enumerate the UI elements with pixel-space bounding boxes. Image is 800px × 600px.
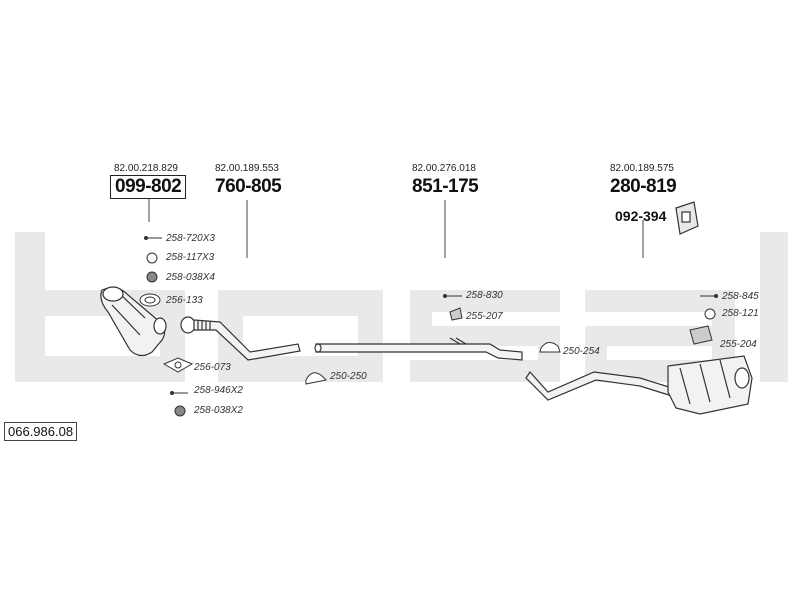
washer-icon xyxy=(704,308,716,320)
front-pipe xyxy=(180,316,301,361)
accessory-label[interactable]: 255-207 xyxy=(466,311,503,322)
part-number[interactable]: 760-805 xyxy=(215,176,282,197)
accessory-label[interactable]: 258-038X4 xyxy=(166,272,215,283)
rear-silencer xyxy=(525,355,753,415)
mounting-bracket xyxy=(675,201,699,235)
clamp-icon xyxy=(305,372,328,385)
part-number[interactable]: 851-175 xyxy=(412,176,479,197)
clamp-icon xyxy=(539,342,561,353)
accessory-label[interactable]: 258-946X2 xyxy=(194,385,243,396)
oem-number: 82.00.218.829 xyxy=(114,163,178,174)
accessory-label[interactable]: 256-073 xyxy=(194,362,231,373)
accessory-label[interactable]: 258-038X2 xyxy=(194,405,243,416)
accessory-label[interactable]: 250-254 xyxy=(563,346,600,357)
oem-number: 82.00.189.553 xyxy=(215,163,279,174)
nut-icon xyxy=(174,405,186,417)
oem-number: 82.00.276.018 xyxy=(412,163,476,174)
oem-number: 82.00.189.575 xyxy=(610,163,674,174)
catalytic-converter xyxy=(100,286,167,357)
hanger-icon xyxy=(689,325,713,345)
accessory-label[interactable]: 258-117X3 xyxy=(166,252,215,263)
accessory-label[interactable]: 258-121 xyxy=(722,308,759,319)
accessory-label[interactable]: 256-133 xyxy=(166,295,203,306)
diagram-reference: 066.986.08 xyxy=(4,422,78,441)
hanger-icon xyxy=(449,307,463,321)
middle-pipe xyxy=(314,337,523,361)
accessory-label[interactable]: 250-250 xyxy=(330,371,367,382)
accessory-label[interactable]: 255-204 xyxy=(720,339,757,350)
part-number[interactable]: 092-394 xyxy=(615,208,667,224)
part-number[interactable]: 099-802 xyxy=(110,175,187,199)
accessory-label[interactable]: 258-845 xyxy=(722,291,759,302)
washer-icon xyxy=(146,252,158,264)
accessory-label[interactable]: 258-720X3 xyxy=(166,233,215,244)
part-number[interactable]: 280-819 xyxy=(610,176,677,197)
nut-icon xyxy=(146,271,158,283)
accessory-label[interactable]: 258-830 xyxy=(466,290,503,301)
